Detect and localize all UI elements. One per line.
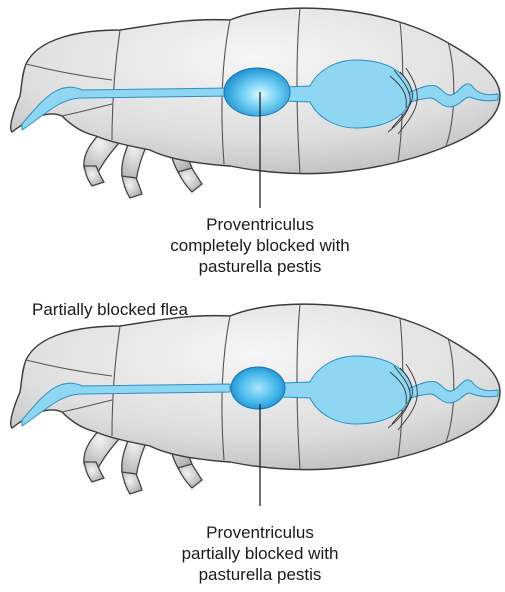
flea-diagram-partial	[11, 304, 500, 506]
proventriculus-complete	[224, 68, 290, 116]
proventriculus-partial	[231, 367, 285, 409]
caption-complete-line-3: pasturella pestis	[150, 256, 370, 277]
heading-partially-blocked: Partially blocked flea	[32, 299, 312, 320]
caption-partial-line-3: pasturella pestis	[150, 564, 370, 585]
caption-complete-line-1: Proventriculus	[150, 214, 370, 235]
caption-partial-line-1: Proventriculus	[150, 522, 370, 543]
caption-complete-line-2: completely blocked with	[150, 235, 370, 256]
flea-diagram-complete	[11, 8, 500, 208]
caption-complete: Proventriculus completely blocked with p…	[150, 214, 370, 277]
caption-partial: Proventriculus partially blocked with pa…	[150, 522, 370, 585]
caption-partial-line-2: partially blocked with	[150, 543, 370, 564]
